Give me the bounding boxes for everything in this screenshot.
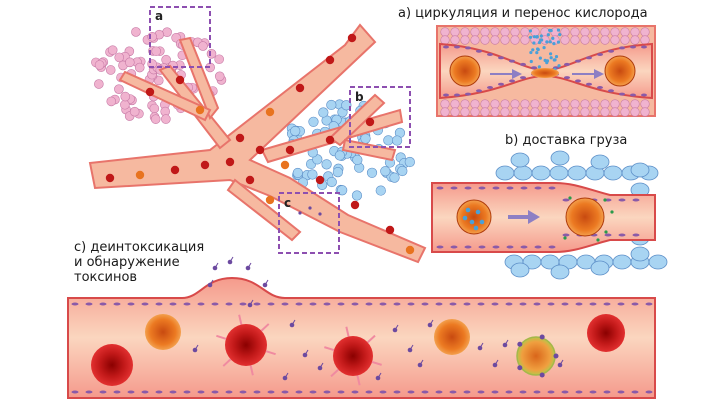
nanoparticle: [434, 319, 470, 355]
red-blood-cell: [333, 336, 373, 376]
label-c-line2: и обнаружение: [74, 255, 180, 270]
red-blood-cell: [587, 314, 625, 352]
panel-a: [436, 25, 656, 117]
box-b-letter: b: [355, 90, 364, 104]
label-a: a) циркуляция и перенос кислорода: [398, 6, 648, 21]
panel-c: [67, 256, 656, 399]
box-b: [349, 86, 411, 148]
label-c: c) деинтоксикация и обнаружение токсинов: [74, 240, 204, 285]
red-blood-cell: [225, 324, 267, 366]
box-a: [149, 6, 211, 68]
red-blood-cell: [91, 344, 133, 386]
nanoparticle: [145, 314, 181, 350]
panel-b: [431, 150, 668, 280]
nanoparticle: [516, 336, 556, 376]
label-c-line3: токсинов: [74, 270, 138, 285]
label-c-line1: c) деинтоксикация: [74, 240, 205, 255]
vessel-tree: [88, 23, 427, 264]
box-c-letter: c: [284, 196, 292, 210]
box-c: [278, 192, 340, 254]
box-a-letter: a: [155, 9, 164, 23]
label-b: b) доставка груза: [505, 133, 628, 148]
